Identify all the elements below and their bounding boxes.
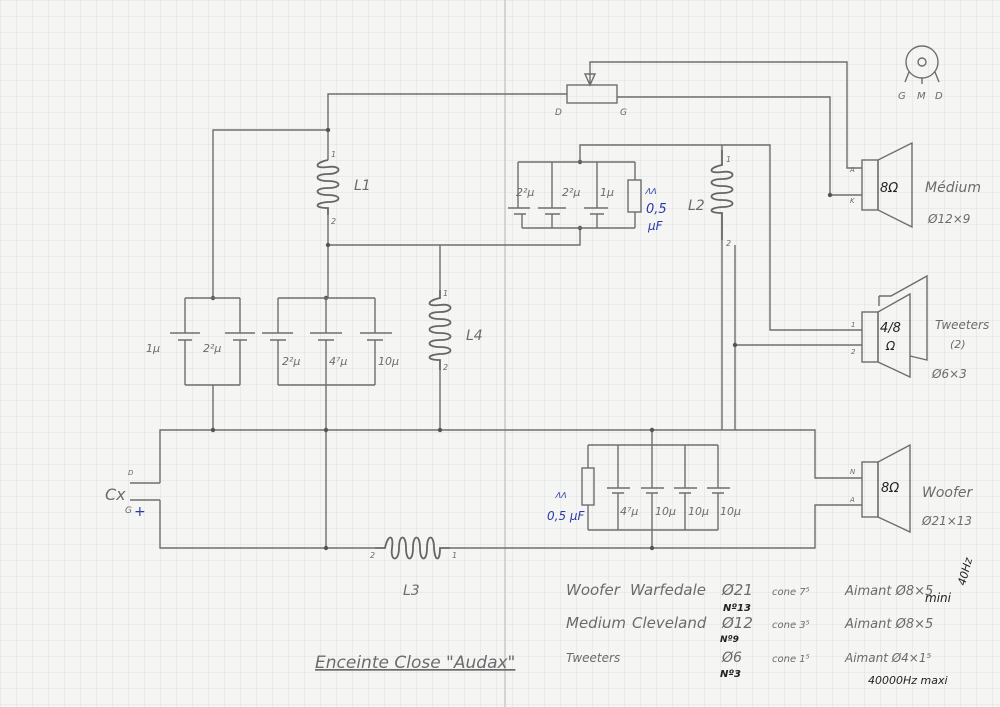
woofer-name: Woofer: [922, 485, 974, 501]
coil-l1: L1 1 2: [316, 150, 371, 226]
cap-label: 4⁷µ: [329, 355, 347, 368]
woofer-size: Ø21×13: [921, 514, 972, 528]
cap-bank-top: 2²µ 2²µ 1µ ⴷⴷ 0,5 µF: [508, 161, 667, 233]
spec-row-tweeters: Tweeters Ø6 cone 1⁵ Aimant Ø4×1⁵ Nº3: [566, 650, 931, 680]
l1-label: L1: [354, 178, 371, 194]
resistor-value: 0,5: [646, 202, 667, 217]
l1-pin1: 1: [331, 150, 336, 159]
cap-label: 1µ: [146, 342, 160, 355]
cap-label: 10µ: [688, 505, 709, 518]
spec-magnet: Aimant Ø4×1⁵: [844, 651, 931, 665]
spec-type: Woofer: [566, 581, 621, 599]
l4-pin2: 2: [443, 363, 448, 372]
resistor-symbol-note: ⴷⴷ: [645, 187, 656, 196]
spec-diameter: Ø12: [721, 614, 753, 632]
input-label: Cx: [105, 485, 126, 504]
potentiometer: D G: [555, 68, 627, 118]
medium-name: Médium: [925, 180, 981, 196]
wires: [130, 61, 862, 549]
spec-row-woofer: Woofer Warfedale Ø21 cone 7⁵ Aimant Ø8×5…: [566, 581, 933, 614]
tweeters-name: Tweeters: [935, 318, 989, 332]
speaker-woofer: 8Ω Woofer Ø21×13 N A: [849, 443, 974, 534]
cap-bank-2: 2²µ 4⁷µ 10µ: [262, 297, 399, 386]
coil-l4: L4 1 2: [428, 289, 483, 372]
medium-size: Ø12×9: [927, 212, 970, 226]
cap-label: 2²µ: [282, 355, 300, 368]
cap-bank-bottom: 4⁷µ 10µ 10µ 10µ ⴷⴷ 0,5 µF: [547, 444, 741, 531]
tweeters-pin-1: 1: [851, 321, 855, 329]
woofer-impedance: 8Ω: [881, 481, 899, 496]
polarity-plus: +: [134, 504, 146, 520]
spec-type: Medium: [566, 614, 626, 632]
coil-l2: L2 1 2: [688, 150, 734, 248]
cap-label: 2²µ: [562, 186, 580, 199]
connector-pin-d: D: [935, 91, 943, 102]
speaker-tweeters: 4/8 Ω Tweeters (2) Ø6×3 1 2: [851, 274, 989, 381]
l2-pin1: 1: [726, 155, 731, 164]
spec-row-medium: Medium Cleveland Ø12 cone 3⁵ Aimant Ø8×5…: [566, 614, 933, 645]
cap-label: 4⁷µ: [620, 505, 638, 518]
tweeters-impedance: 4/8: [880, 321, 901, 336]
cap-bank-1: 1µ 2²µ: [146, 297, 255, 386]
pot-label-d: D: [555, 108, 562, 118]
woofer-pin-n: N: [850, 468, 856, 476]
l3-label: L3: [403, 583, 420, 599]
tweeters-count: (2): [950, 338, 966, 351]
connector-symbol: G M D: [898, 45, 943, 102]
drawing-title: Enceinte Close "Audax": [315, 653, 515, 673]
l2-label: L2: [688, 198, 705, 214]
cap-label: 10µ: [720, 505, 741, 518]
cap-label: 10µ: [655, 505, 676, 518]
spec-table: Woofer Warfedale Ø21 cone 7⁵ Aimant Ø8×5…: [566, 556, 975, 687]
input-pin-d: D: [128, 469, 134, 477]
l3-pin2: 2: [370, 551, 375, 560]
spec-magnet: Aimant Ø8×5: [844, 617, 933, 632]
coil-l3: L3 2 1: [370, 536, 457, 599]
spec-cone: cone 7⁵: [772, 587, 810, 598]
l3-pin1: 1: [452, 551, 457, 560]
tweeters-ohm: Ω: [885, 339, 896, 353]
cap-label: 1µ: [600, 186, 614, 199]
spec-ref: Nº9: [720, 635, 739, 645]
l2-pin2: 2: [726, 239, 731, 248]
l4-label: L4: [466, 328, 483, 344]
pot-label-g: G: [620, 108, 627, 118]
note-woofer-mini: mini: [925, 591, 952, 605]
medium-pin-a: A: [849, 166, 855, 174]
resistor-value: 0,5 µF: [547, 509, 586, 523]
spec-brand: Warfedale: [630, 581, 706, 599]
cap-label: 2²µ: [203, 342, 221, 355]
tweeters-size: Ø6×3: [931, 367, 967, 381]
l4-pin1: 1: [443, 289, 448, 298]
input-terminal: Cx D G +: [105, 469, 146, 520]
spec-magnet: Aimant Ø8×5: [844, 584, 933, 599]
medium-pin-k: K: [850, 197, 856, 205]
cap-label: 10µ: [378, 355, 399, 368]
spec-diameter: Ø21: [721, 581, 753, 599]
spec-ref: Nº13: [723, 603, 751, 614]
l1-pin2: 2: [331, 217, 336, 226]
spec-diameter: Ø6: [721, 650, 742, 666]
spec-cone: cone 3⁵: [772, 620, 810, 631]
connector-pin-g: G: [898, 91, 906, 102]
connector-pin-m: M: [917, 91, 926, 102]
spec-ref: Nº3: [720, 669, 741, 680]
spec-type: Tweeters: [566, 651, 620, 665]
note-tweeter-max-freq: 40000Hz maxi: [868, 674, 948, 687]
resistor-symbol-note: ⴷⴷ: [555, 491, 566, 500]
speaker-medium: 8Ω Médium Ø12×9 A K: [849, 141, 981, 229]
input-pin-g: G: [125, 506, 132, 516]
spec-brand: Cleveland: [632, 614, 707, 632]
medium-impedance: 8Ω: [880, 181, 898, 196]
resistor-unit: µF: [647, 219, 664, 233]
woofer-pin-a: A: [849, 496, 855, 504]
spec-cone: cone 1⁵: [772, 654, 810, 665]
tweeters-pin-2: 2: [851, 348, 856, 356]
cap-label: 2²µ: [516, 186, 534, 199]
